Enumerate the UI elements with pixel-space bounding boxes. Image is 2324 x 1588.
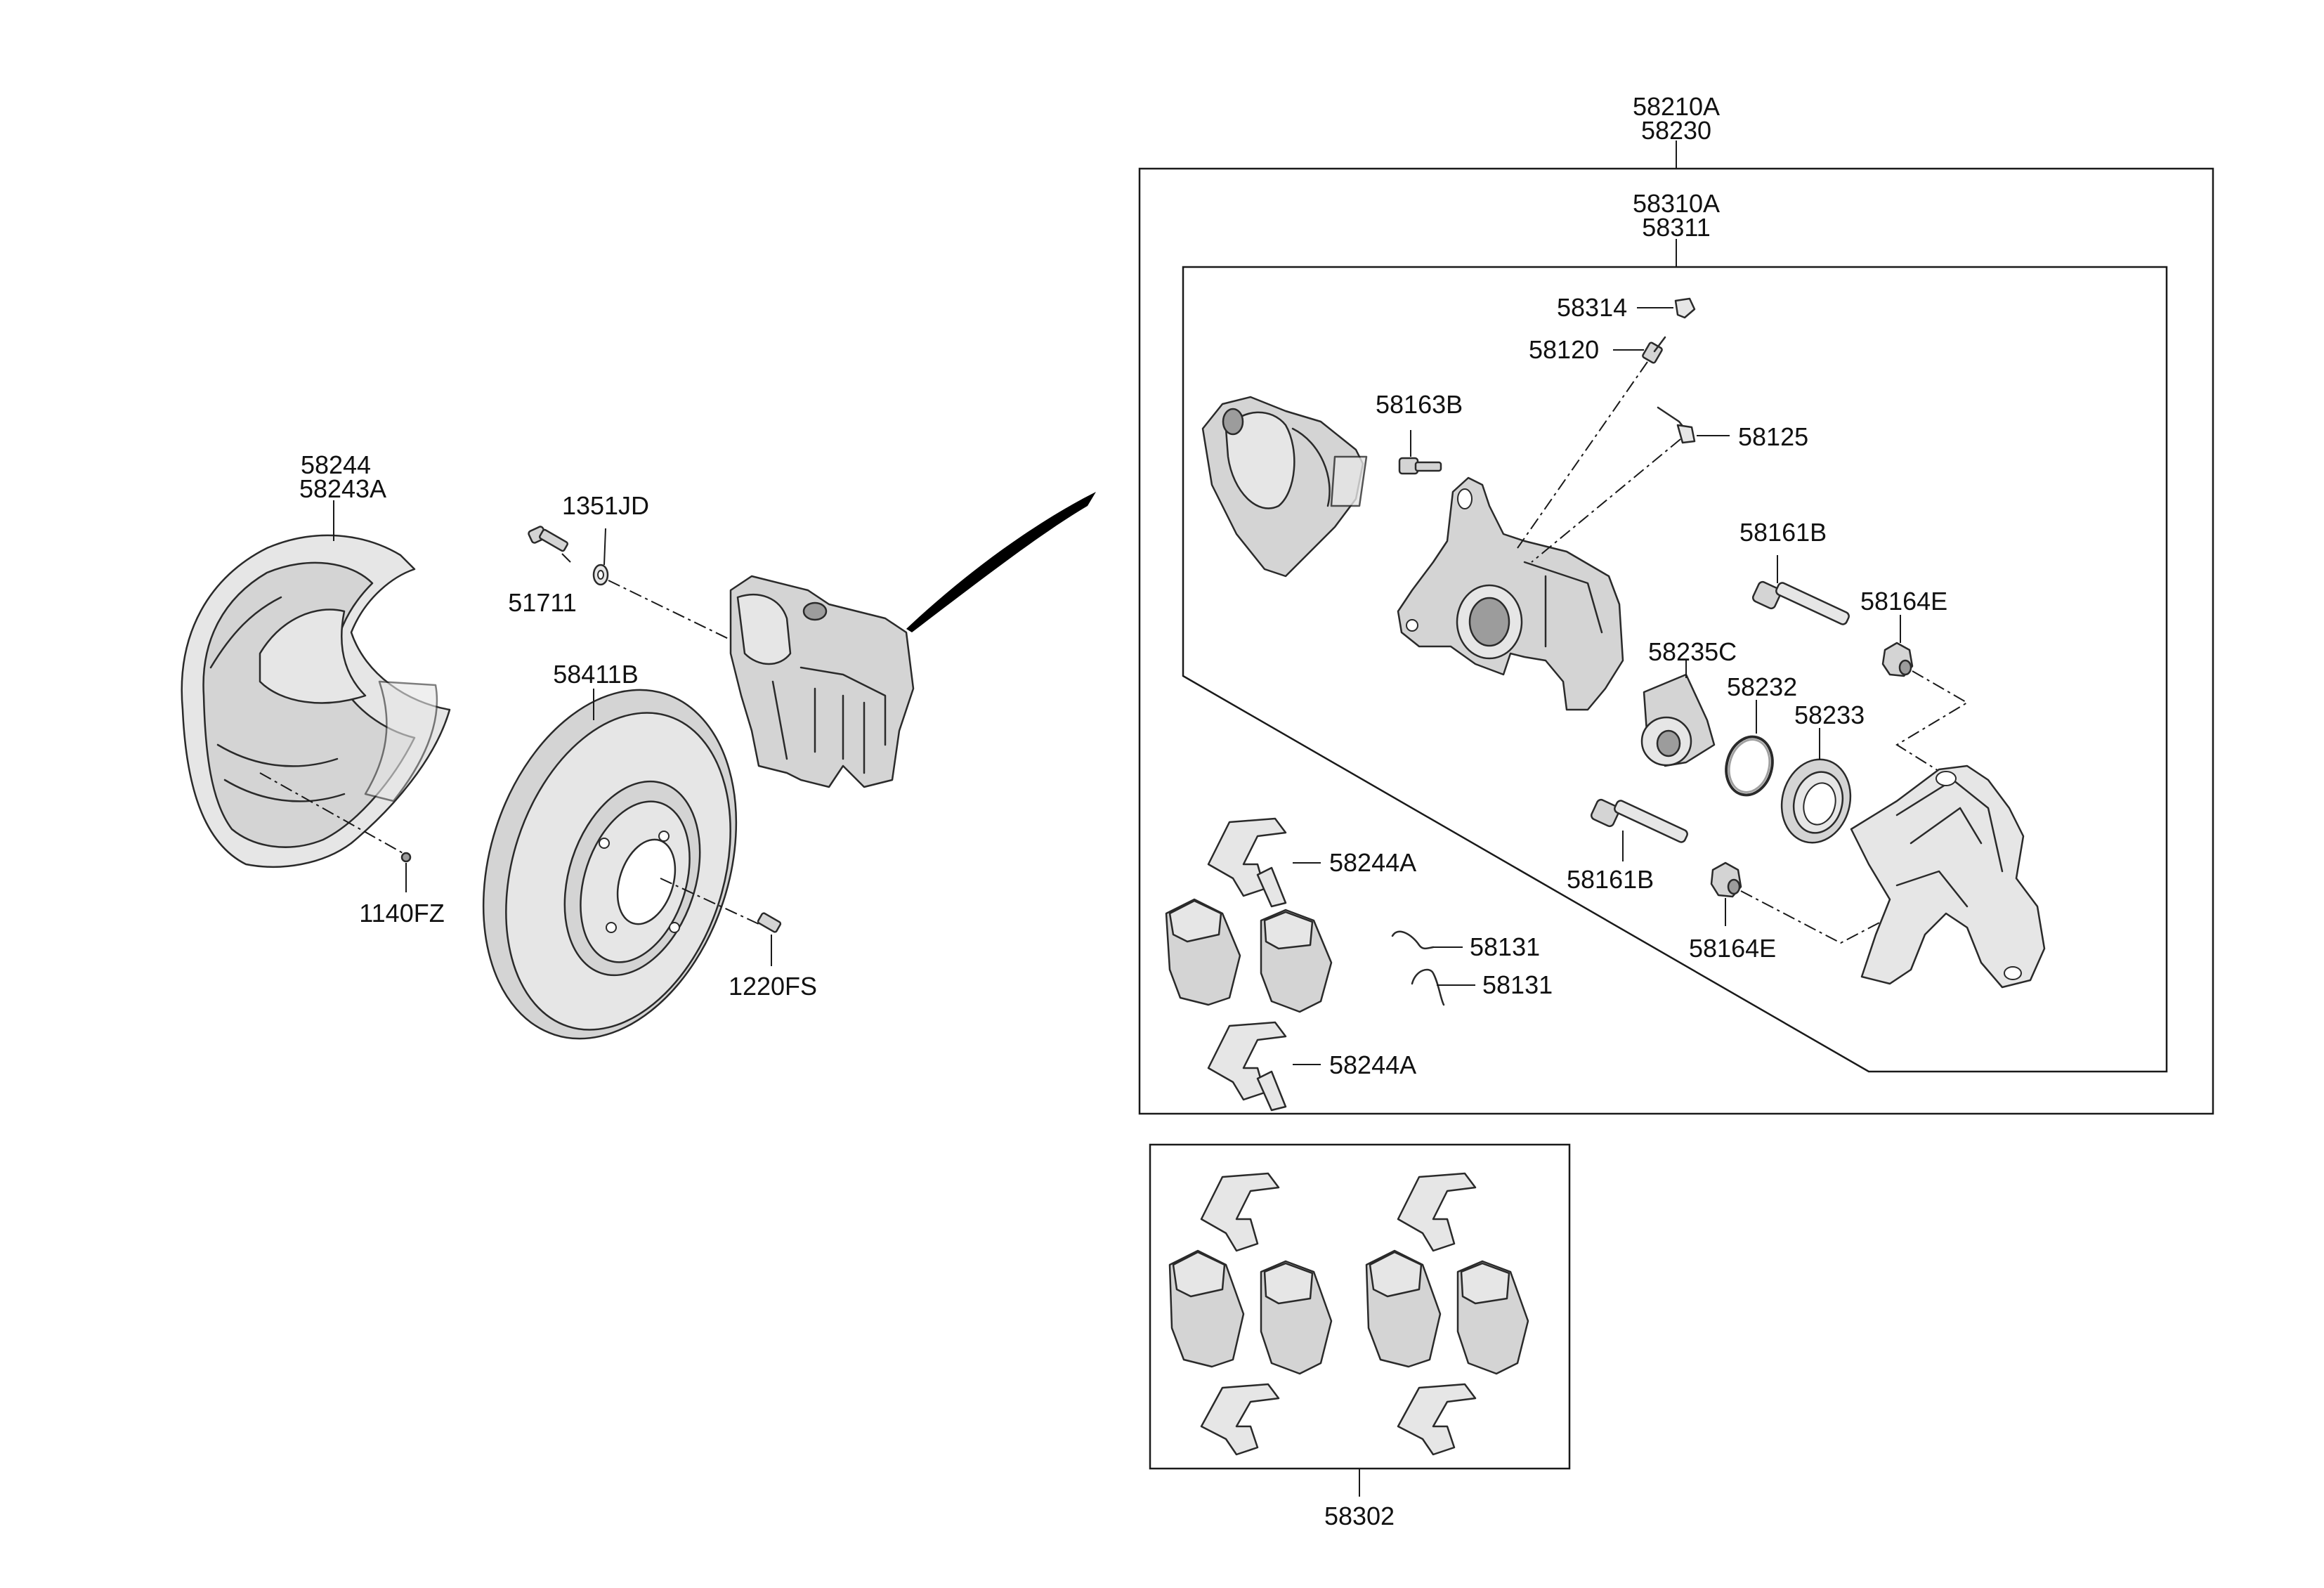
label-piston-seal: 58232: [1727, 672, 1797, 701]
label-clip-lower: 58244A: [1329, 1050, 1416, 1079]
pad-clip-upper: [1207, 817, 1321, 908]
label-sensor: 58125: [1738, 422, 1808, 451]
label-guide-pin-lower: 58161B: [1567, 865, 1654, 894]
caliper-assembly-small: [729, 575, 915, 788]
label-dust-cover: 58244: [301, 450, 371, 479]
label-assembly: 58210A: [1633, 92, 1720, 121]
pad-kit-contents: [1168, 1172, 1529, 1456]
cover-screw: [259, 772, 412, 892]
brake-pads: [1165, 898, 1333, 1013]
guide-pin-lower: [1590, 798, 1688, 861]
mount-bolt: [528, 526, 571, 563]
label-cover-screw: 1140FZ: [359, 899, 444, 928]
washer: [592, 528, 759, 654]
bleed-cap: [1637, 297, 1696, 319]
label-bleed-cap: 58314: [1557, 293, 1627, 322]
label-guide-pin-upper: 58161B: [1739, 518, 1827, 547]
label-dust-boot: 58233: [1794, 701, 1865, 729]
piston: [1640, 660, 1716, 767]
boot-lower: [1710, 861, 1898, 944]
sensor: [1531, 406, 1730, 563]
label-spring-2: 58131: [1482, 970, 1553, 999]
label-clip-upper: 58244A: [1329, 848, 1416, 877]
label-dust-cover-alt: 58243A: [299, 474, 386, 503]
label-mount-bolt: 51711: [508, 588, 576, 617]
bolt-58163b: [1398, 430, 1442, 475]
disc-screw: [660, 878, 782, 966]
boot-upper: [1881, 615, 1969, 781]
label-caliper: 58310A: [1633, 189, 1720, 218]
label-spring-1: 58131: [1470, 932, 1540, 961]
label-bolt-58163b: 58163B: [1376, 390, 1463, 419]
guide-pin-upper: [1751, 555, 1850, 625]
zoom-arrow: [906, 492, 1096, 632]
anti-rattle-springs: [1391, 930, 1475, 1006]
label-boot-lower: 58164E: [1689, 934, 1776, 963]
caliper-frame: [1182, 266, 2168, 1073]
bleeder-screw: [1517, 336, 1666, 549]
brake-disc: [482, 689, 738, 1040]
label-disc: 58411B: [553, 660, 638, 689]
label-pad-kit: 58302: [1324, 1502, 1395, 1530]
dust-cover-shield: [181, 534, 451, 868]
label-assembly-alt: 58230: [1641, 116, 1711, 145]
piston-seal: [1725, 700, 1774, 797]
caliper-housing: [1397, 476, 1624, 711]
dust-boot: [1780, 728, 1852, 844]
label-washer: 1351JD: [562, 491, 649, 520]
label-bleeder-screw: 58120: [1529, 335, 1599, 364]
label-boot-upper: 58164E: [1860, 587, 1947, 616]
label-disc-screw: 1220FS: [729, 972, 817, 1001]
label-caliper-alt: 58311: [1642, 213, 1710, 242]
pad-clip-lower: [1207, 1021, 1321, 1112]
parking-motor: [1201, 396, 1368, 578]
label-piston: 58235C: [1648, 637, 1737, 666]
caliper-bracket: [1850, 764, 2046, 989]
